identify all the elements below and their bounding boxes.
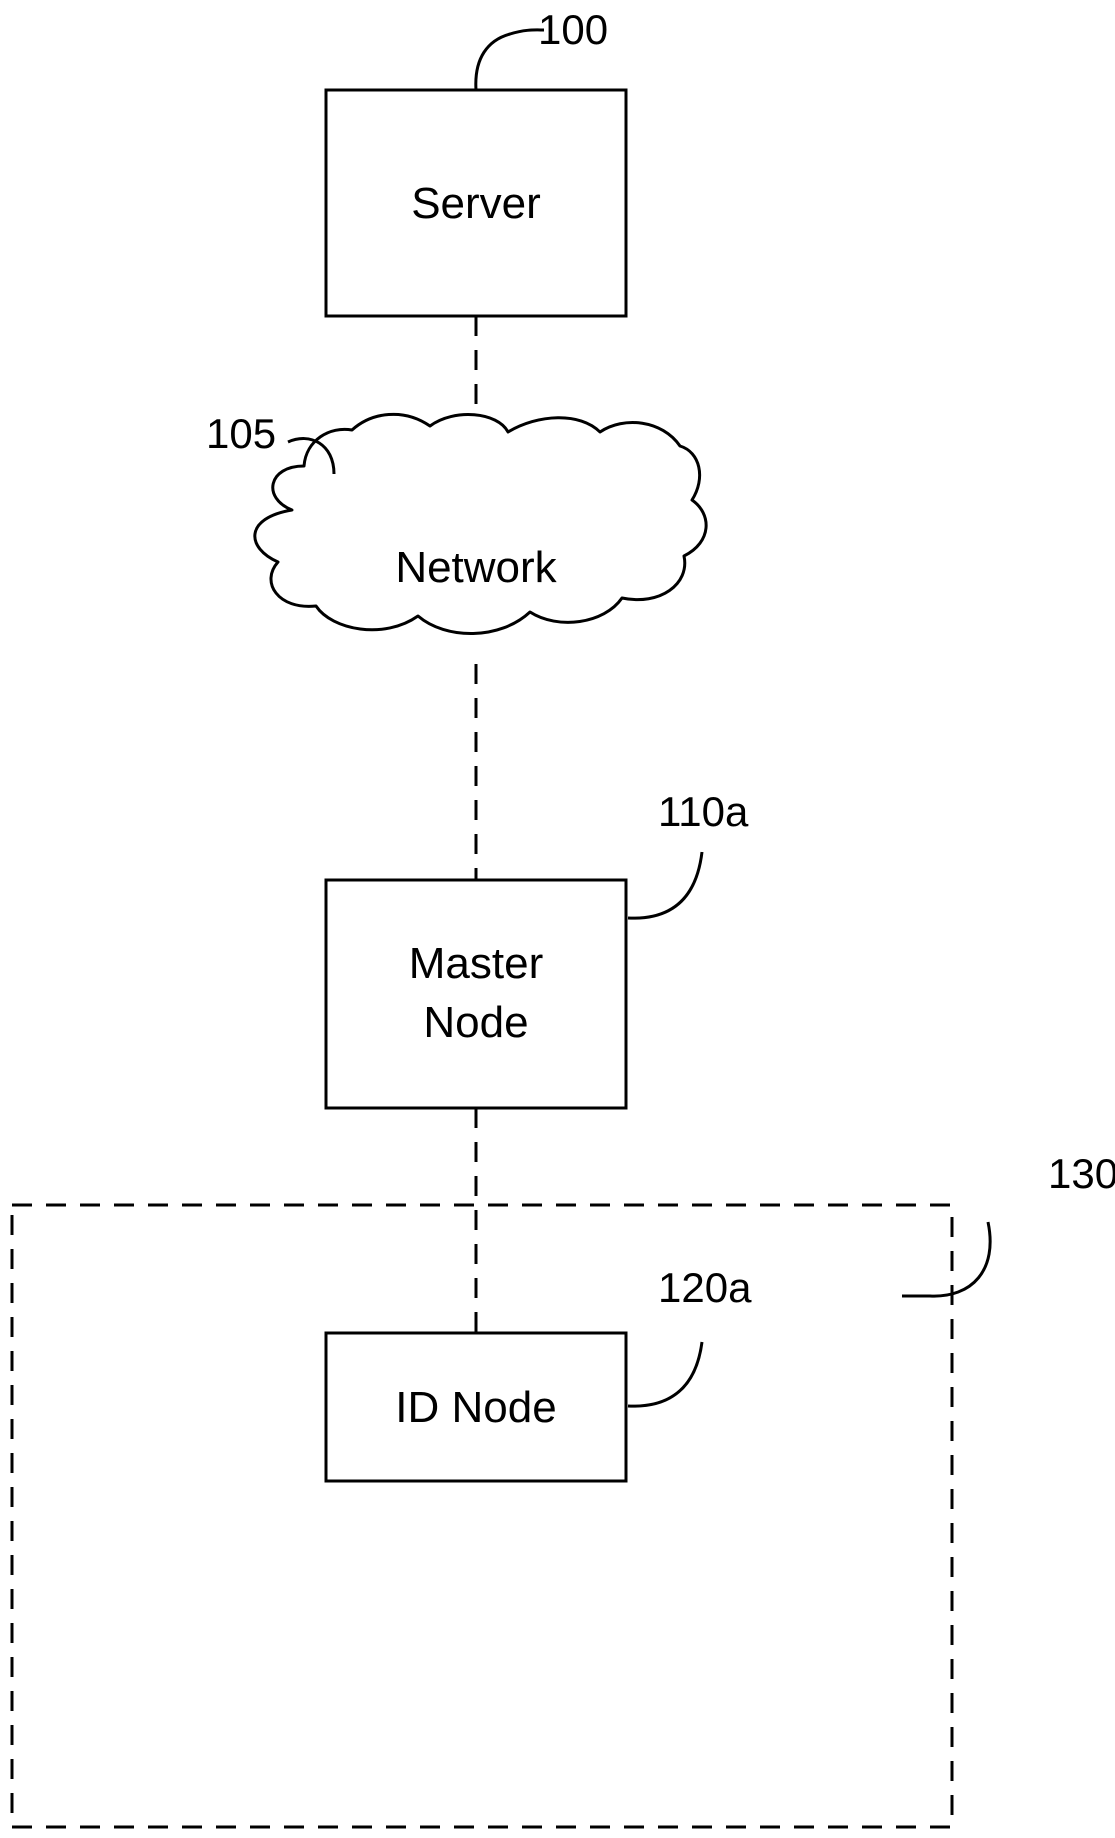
id-node-ref-leader (628, 1342, 702, 1406)
network-ref: 105 (206, 410, 276, 457)
network-label: Network (395, 543, 557, 592)
region-130-leader (902, 1222, 990, 1296)
master-node-label-line1: Master (409, 939, 543, 988)
server-ref-leader (476, 30, 544, 90)
master-node-box (326, 880, 626, 1108)
server-label: Server (411, 179, 541, 228)
master-node-ref: 110a (658, 788, 749, 835)
server-ref: 100 (538, 6, 608, 53)
id-node-ref: 120a (658, 1264, 752, 1311)
region-130-ref: 130 (1048, 1150, 1115, 1197)
region-130-boundary (12, 1205, 952, 1827)
id-node-label: ID Node (395, 1383, 556, 1432)
master-node-ref-leader (628, 852, 702, 918)
master-node-label-line2: Node (423, 998, 528, 1047)
